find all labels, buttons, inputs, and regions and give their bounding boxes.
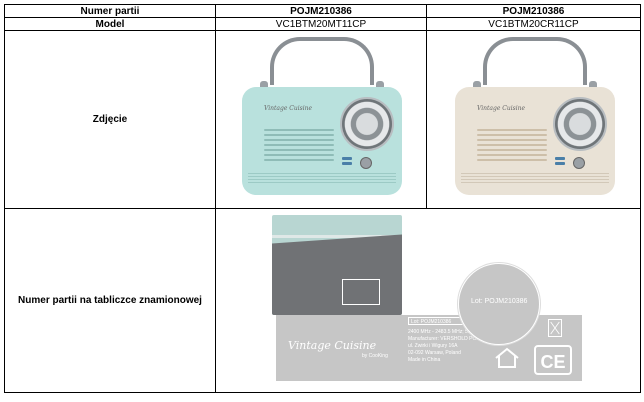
weee-bin-icon <box>548 319 562 337</box>
control-buttons-icon <box>342 157 354 169</box>
recycling-house-icon <box>495 347 519 368</box>
photo-cell-a: Vintage Cuisine <box>215 30 427 209</box>
radio-brand-label: Vintage Cuisine <box>477 105 526 112</box>
ce-mark-icon: CE <box>534 345 572 375</box>
rating-plate-image: Vintage Cuisine by CooKing Lot: POJM2103… <box>276 315 582 381</box>
batch-value-a: POJM210386 <box>215 4 427 18</box>
volume-knob-icon <box>573 157 585 169</box>
tuning-dial-icon <box>340 97 394 151</box>
batch-label: Numer partii <box>4 4 216 18</box>
batch-value-b: POJM210386 <box>426 4 641 18</box>
volume-knob-icon <box>360 157 372 169</box>
rating-plate-label: Numer partii na tabliczce znamionowej <box>4 208 216 393</box>
photo-cell-b: Vintage Cuisine <box>426 30 641 209</box>
plate-brand-sub: by CooKing <box>362 353 388 359</box>
magnified-lot-text: Lot: POJM210386 <box>471 298 528 305</box>
radio-mint-image: Vintage Cuisine <box>242 37 402 197</box>
tuning-dial-icon <box>553 97 607 151</box>
control-buttons-icon <box>555 157 567 169</box>
document-page: Numer partii POJM210386 POJM210386 Model… <box>4 4 641 398</box>
rating-plate-cell: Vintage Cuisine by CooKing Lot: POJM2103… <box>215 208 641 393</box>
header-row-model: Model VC1BTM20MT11CP VC1BTM20CR11CP <box>4 17 641 31</box>
model-value-b: VC1BTM20CR11CP <box>426 17 641 31</box>
radio-brand-label: Vintage Cuisine <box>264 105 313 112</box>
header-row-batch: Numer partii POJM210386 POJM210386 <box>4 4 641 18</box>
radio-bottom-closeup-image <box>272 215 402 315</box>
plate-brand-script: Vintage Cuisine <box>288 339 377 352</box>
model-label: Model <box>4 17 216 31</box>
rating-plate-row: Numer partii na tabliczce znamionowej Vi… <box>4 208 641 393</box>
plate-text-lines: 2400 MHz - 2483.5 MHz; 5mW; 5W Manufactu… <box>408 329 513 363</box>
radio-cream-image: Vintage Cuisine <box>455 37 615 197</box>
lot-magnifier: Lot: POJM210386 <box>458 263 540 345</box>
photo-label: Zdjęcie <box>4 30 216 209</box>
plate-lot-box: Lot: POJM210386 <box>408 317 464 325</box>
model-value-a: VC1BTM20MT11CP <box>215 17 427 31</box>
batch-table: Numer partii POJM210386 POJM210386 Model… <box>4 4 641 393</box>
photo-row: Zdjęcie Vintage Cuisine <box>4 30 641 209</box>
